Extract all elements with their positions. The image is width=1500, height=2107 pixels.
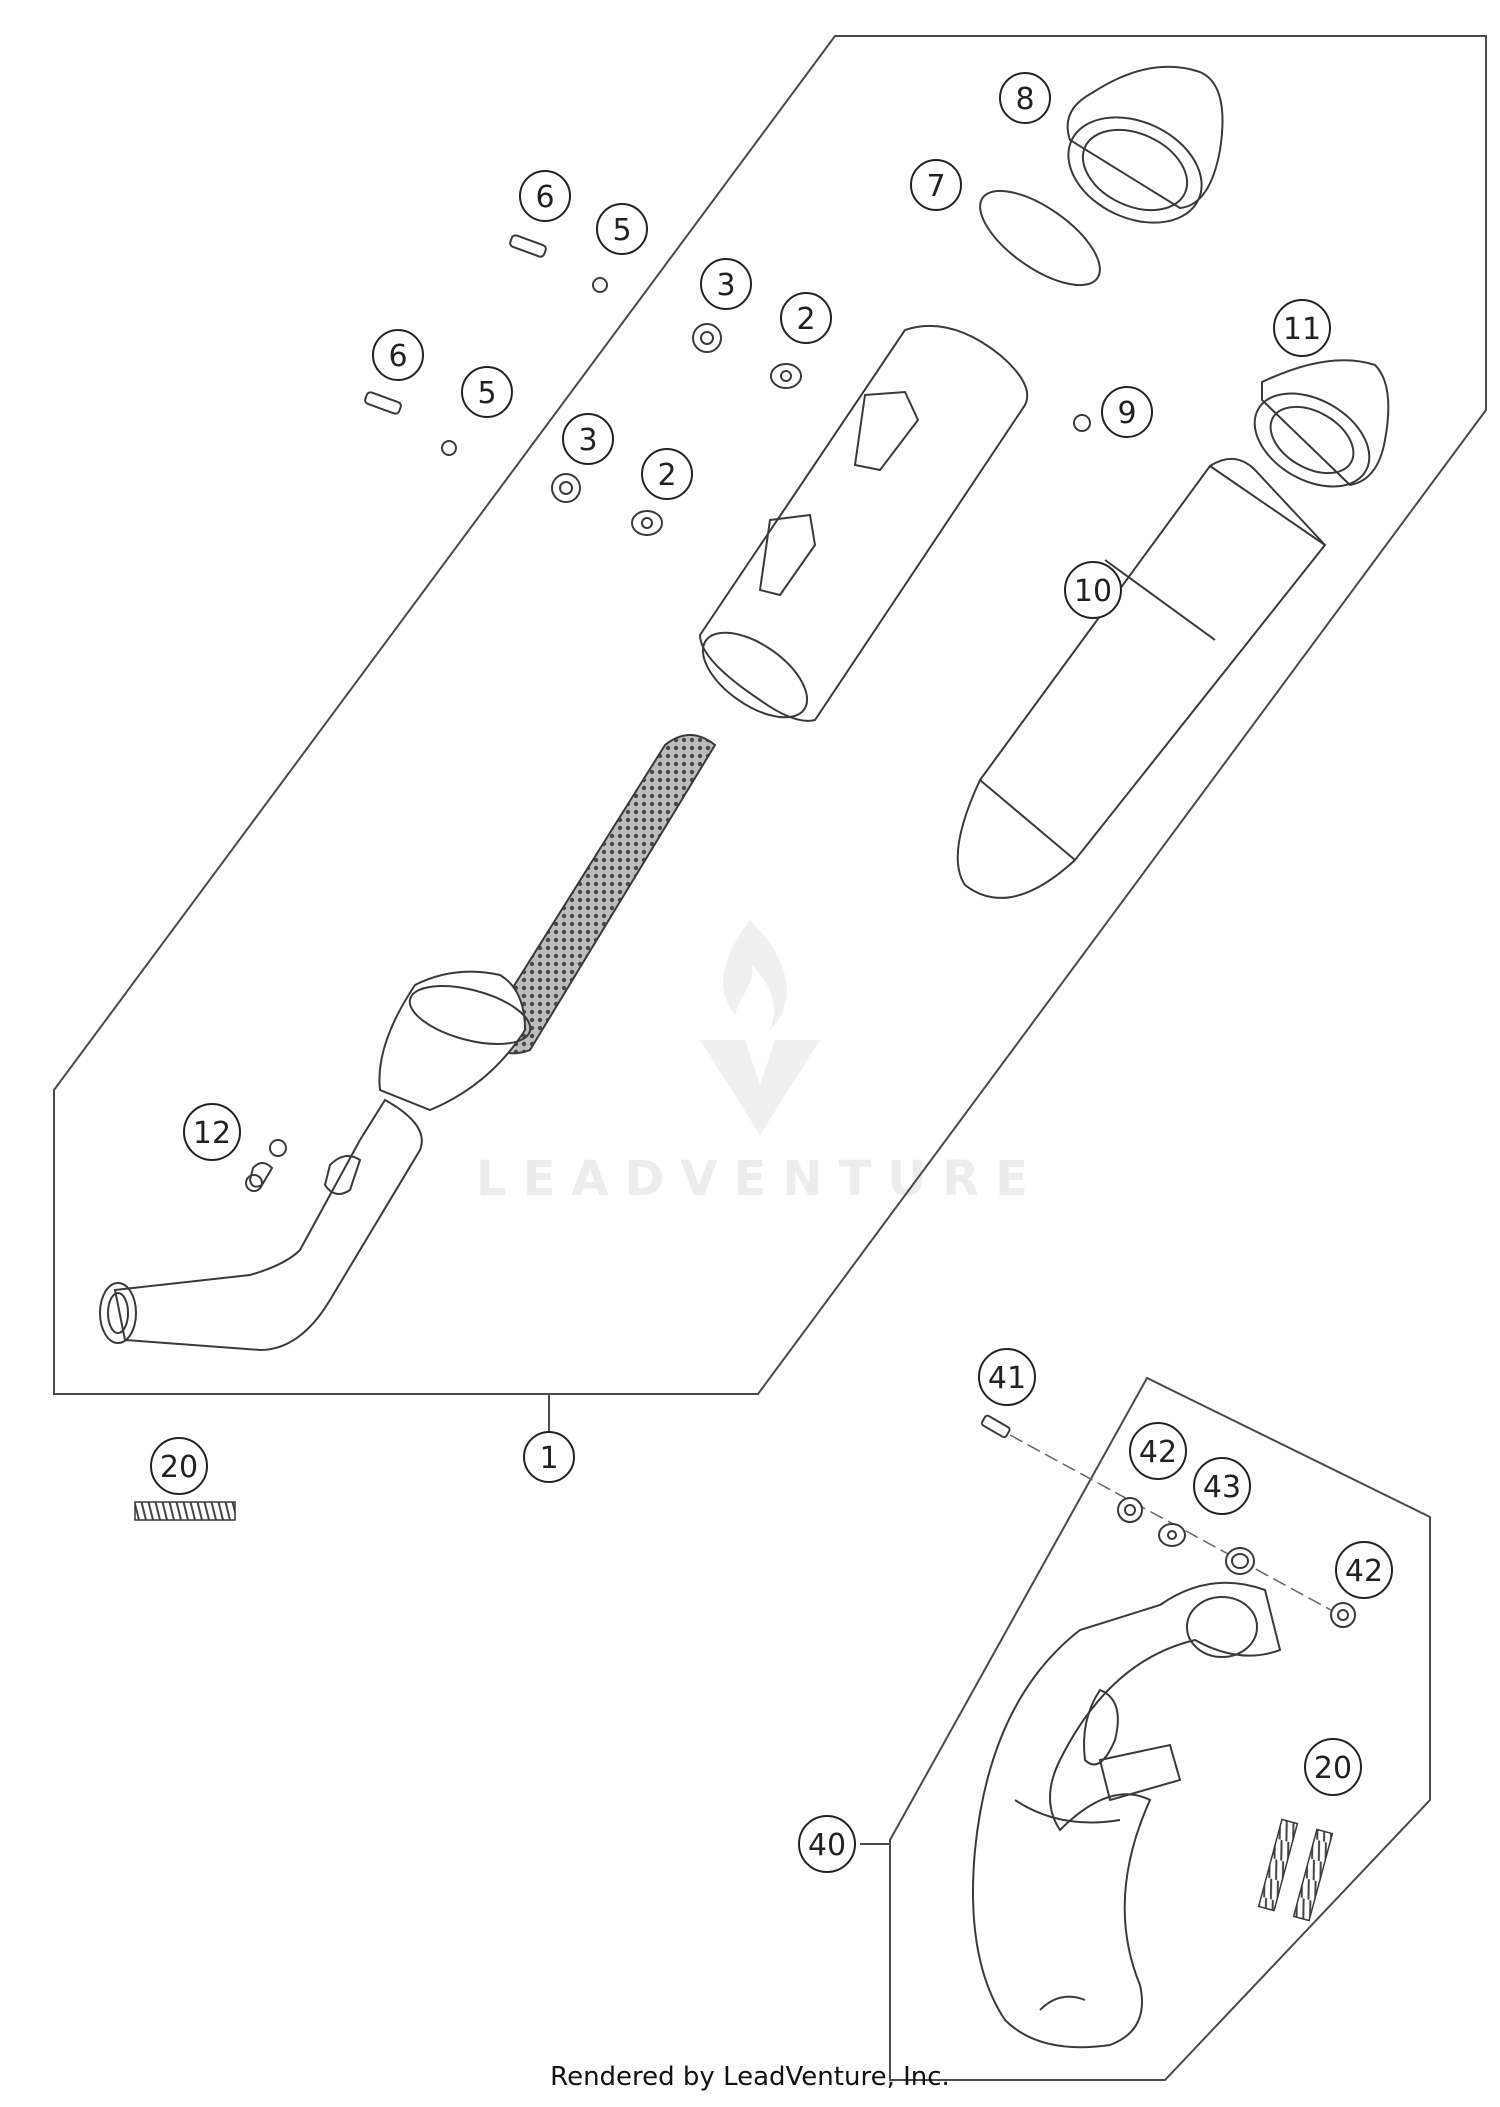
svg-text:5: 5 xyxy=(612,213,631,248)
callout-42-left[interactable]: 42 xyxy=(1129,1422,1187,1480)
washer-part-3-lower xyxy=(551,473,581,503)
callout-1[interactable]: 1 xyxy=(523,1431,575,1483)
bushing-part-43 xyxy=(1158,1523,1186,1547)
watermark-text: LEADVENTURE xyxy=(476,1151,1044,1207)
callout-2-upper[interactable]: 2 xyxy=(780,292,832,344)
svg-text:40: 40 xyxy=(808,1828,846,1863)
callout-20-left[interactable]: 20 xyxy=(150,1437,208,1495)
svg-text:42: 42 xyxy=(1139,1435,1177,1470)
watermark-flame-icon xyxy=(723,920,787,1030)
callout-7[interactable]: 7 xyxy=(910,159,962,211)
svg-text:2: 2 xyxy=(657,458,676,493)
callout-6-upper[interactable]: 6 xyxy=(519,170,571,222)
header-pipe-part-1 xyxy=(99,970,532,1352)
end-cap-part-11 xyxy=(1253,359,1390,488)
callout-3-lower[interactable]: 3 xyxy=(562,413,614,465)
svg-text:42: 42 xyxy=(1345,1554,1383,1589)
silencer-shell-part-10 xyxy=(956,458,1327,899)
svg-text:5: 5 xyxy=(477,376,496,411)
callout-5-lower[interactable]: 5 xyxy=(461,366,513,418)
callout-11[interactable]: 11 xyxy=(1273,299,1331,357)
spring-part-20-left xyxy=(134,1501,236,1521)
svg-text:12: 12 xyxy=(193,1116,231,1151)
assembly-40-outline xyxy=(889,1376,1431,2081)
screw-part-9 xyxy=(1073,414,1091,432)
o-ring-part-7 xyxy=(979,189,1101,287)
expansion-chamber-part-40 xyxy=(972,1581,1282,2049)
callout-40[interactable]: 40 xyxy=(798,1815,856,1873)
callout-20-right[interactable]: 20 xyxy=(1304,1738,1362,1796)
svg-text:9: 9 xyxy=(1117,396,1136,431)
svg-text:10: 10 xyxy=(1074,574,1112,609)
callout-41[interactable]: 41 xyxy=(978,1348,1036,1406)
washer-part-5-upper xyxy=(592,277,608,293)
washer-part-3-upper xyxy=(692,323,722,353)
svg-text:43: 43 xyxy=(1203,1470,1241,1505)
svg-text:6: 6 xyxy=(388,339,407,374)
footer-credit: Rendered by LeadVenture, Inc. xyxy=(550,2062,950,2092)
bolt-part-6-upper xyxy=(509,234,547,258)
clamp-ring xyxy=(1225,1547,1255,1575)
spring-part-20-right xyxy=(1257,1818,1334,1922)
callout-42-right[interactable]: 42 xyxy=(1335,1541,1393,1599)
spring-hanger-part-12 xyxy=(245,1139,287,1192)
grommet-part-2-lower xyxy=(631,510,663,536)
callout-43[interactable]: 43 xyxy=(1193,1457,1251,1515)
end-cap-part-8 xyxy=(1066,65,1224,224)
svg-text:20: 20 xyxy=(160,1450,198,1485)
svg-text:7: 7 xyxy=(926,169,945,204)
svg-text:20: 20 xyxy=(1314,1751,1352,1786)
callout-12[interactable]: 12 xyxy=(183,1103,241,1161)
callout-3-upper[interactable]: 3 xyxy=(700,258,752,310)
watermark-logo-icon xyxy=(700,1040,820,1135)
callout-10[interactable]: 10 xyxy=(1064,561,1122,619)
bolt-part-6-lower xyxy=(364,391,402,415)
svg-text:11: 11 xyxy=(1283,312,1321,347)
callout-6-lower[interactable]: 6 xyxy=(372,329,424,381)
watermark: LEADVENTURE xyxy=(476,920,1044,1207)
washer-part-5-lower xyxy=(441,440,457,456)
svg-text:3: 3 xyxy=(578,423,597,458)
svg-text:1: 1 xyxy=(539,1441,558,1476)
washer-part-42-right xyxy=(1330,1602,1356,1628)
svg-text:3: 3 xyxy=(716,268,735,303)
svg-text:2: 2 xyxy=(796,302,815,337)
svg-text:6: 6 xyxy=(535,180,554,215)
svg-text:41: 41 xyxy=(988,1361,1026,1396)
silencer-body xyxy=(698,324,1029,722)
callout-9[interactable]: 9 xyxy=(1101,386,1153,438)
washer-part-42-left xyxy=(1117,1497,1143,1523)
grommet-part-2-upper xyxy=(770,363,802,389)
callout-8[interactable]: 8 xyxy=(999,72,1051,124)
bolt-part-41 xyxy=(980,1414,1011,1439)
assembly-1-outline xyxy=(53,35,1487,1395)
callout-2-lower[interactable]: 2 xyxy=(641,448,693,500)
callout-5-upper[interactable]: 5 xyxy=(596,203,648,255)
svg-text:8: 8 xyxy=(1015,82,1034,117)
